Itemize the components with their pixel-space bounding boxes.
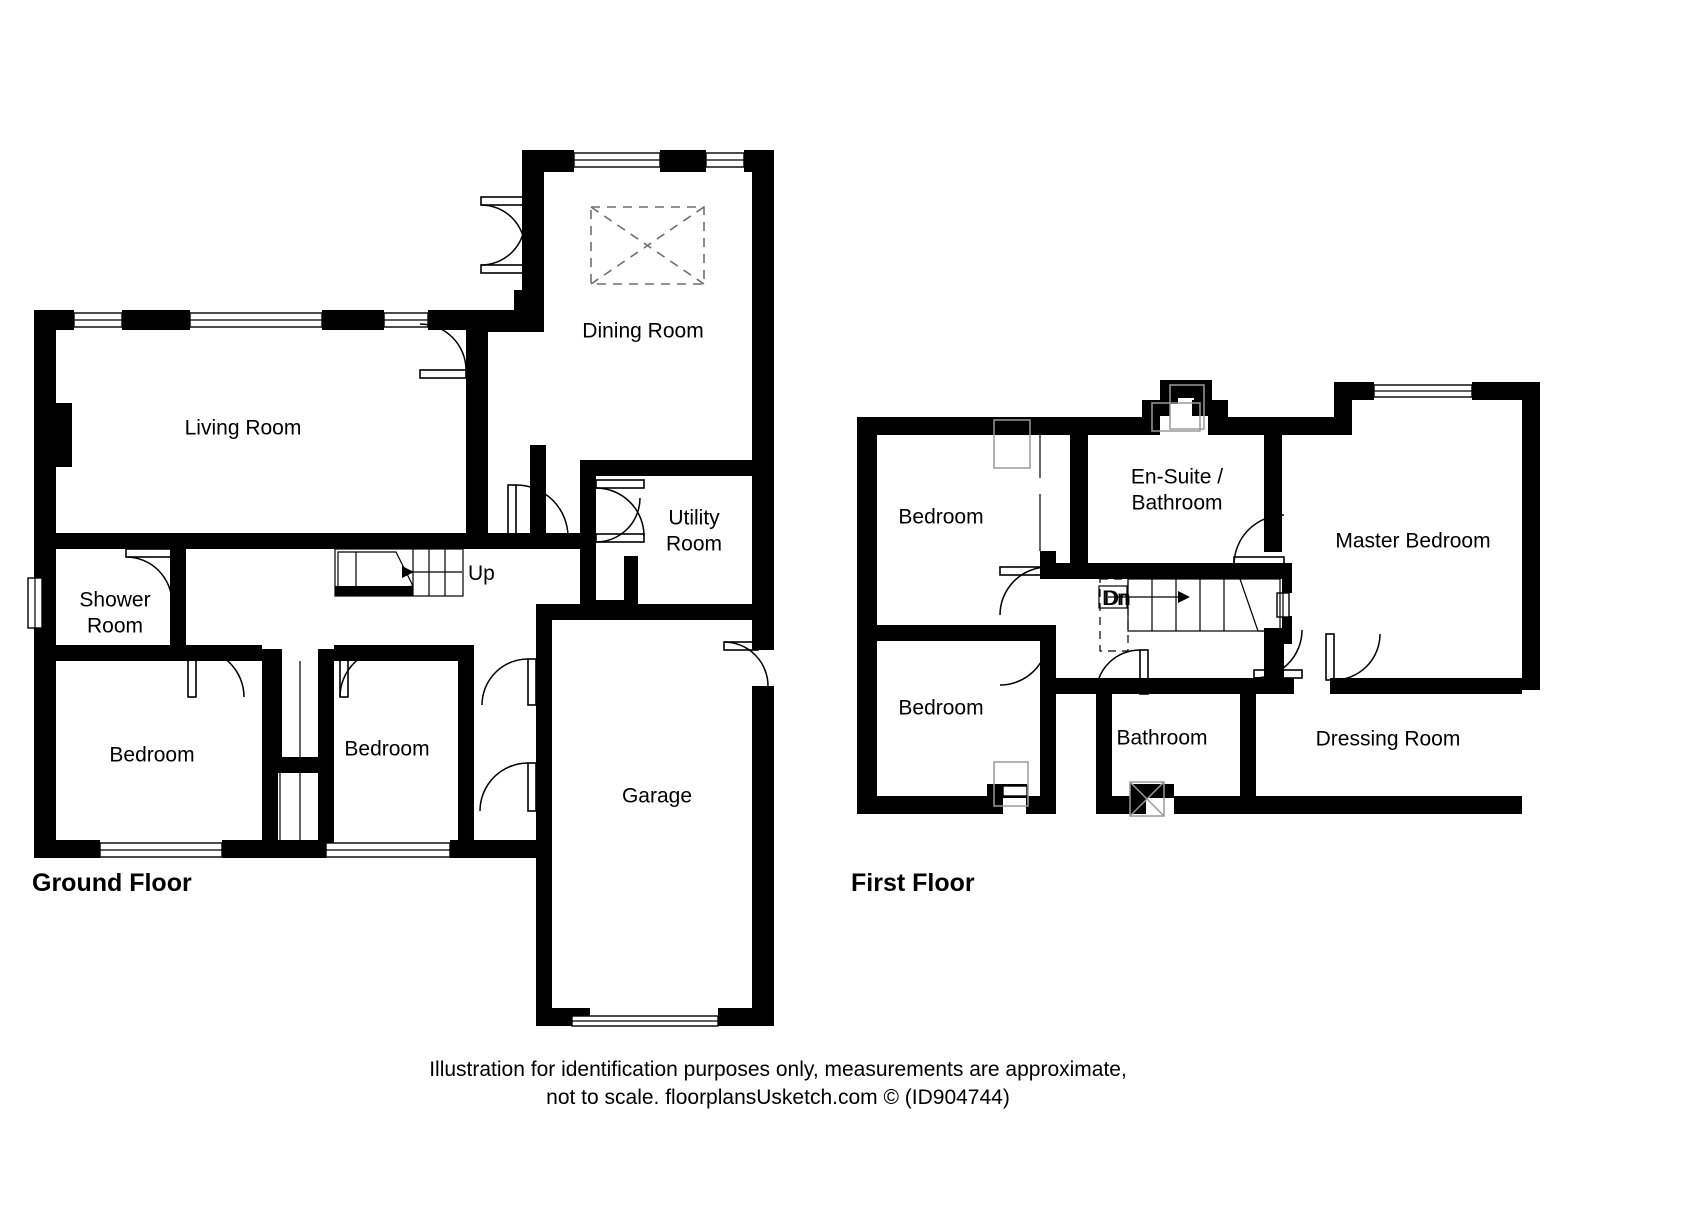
first-floor-doors — [999, 514, 1381, 695]
first-floor-windows — [1002, 384, 1473, 797]
caption-line-2: not to scale. floorplansUsketch.com © (I… — [546, 1086, 1010, 1109]
ground-floor-doors — [125, 196, 769, 812]
room-label-shower-room-line2: Room — [87, 615, 143, 638]
first-floor-stairs: Dn Dn — [1098, 578, 1281, 652]
first-floor-title: First Floor — [851, 869, 975, 897]
ground-floor-windows — [27, 152, 745, 1027]
room-label-living-room: Living Room — [185, 417, 302, 440]
room-label-dining-room: Dining Room — [582, 320, 703, 343]
room-label-bathroom: Bathroom — [1116, 727, 1207, 750]
room-label-master-bedroom: Master Bedroom — [1335, 530, 1490, 553]
ground-stair-direction-label: Up — [468, 562, 495, 585]
room-label-garage: Garage — [622, 785, 692, 808]
dining-room-skylight — [590, 206, 705, 285]
ground-floor-stairs: Up — [334, 548, 495, 597]
ground-floor-closets — [279, 661, 301, 856]
room-label-bedroom-first-bottom-left: Bedroom — [898, 697, 983, 720]
room-label-bedroom-ground-right: Bedroom — [344, 738, 429, 761]
caption-line-1: Illustration for identification purposes… — [429, 1058, 1127, 1081]
first-floor-fixtures — [993, 384, 1205, 817]
ground-floor-title: Ground Floor — [32, 869, 192, 897]
room-label-utility-room-line1: Utility — [668, 507, 720, 530]
room-label-utility-room-line2: Room — [666, 533, 722, 556]
caption-group: Illustration for identification purposes… — [429, 1058, 1127, 1109]
first-floor-labels: Bedroom En-Suite / Bathroom Master Bedro… — [898, 466, 1490, 751]
first-stair-direction-label-top: Dn — [1102, 587, 1129, 610]
room-label-bedroom-ground-left: Bedroom — [109, 744, 194, 767]
first-floor-group: Dn Dn Bedroom En-Suite / Bathroom Master… — [851, 380, 1540, 897]
ground-floor-group: Up Living Room Dining Room Utility Room … — [27, 150, 774, 1027]
room-label-dressing-room: Dressing Room — [1316, 728, 1461, 751]
room-label-ensuite-bathroom-line1: En-Suite / — [1131, 466, 1223, 489]
room-label-shower-room-line1: Shower — [79, 589, 150, 612]
room-label-ensuite-bathroom-line2: Bathroom — [1131, 492, 1222, 515]
ground-floor-labels: Living Room Dining Room Utility Room Sho… — [79, 320, 722, 808]
room-label-bedroom-first-top-left: Bedroom — [898, 506, 983, 529]
first-stair-direction-label: Dn — [1104, 587, 1131, 610]
